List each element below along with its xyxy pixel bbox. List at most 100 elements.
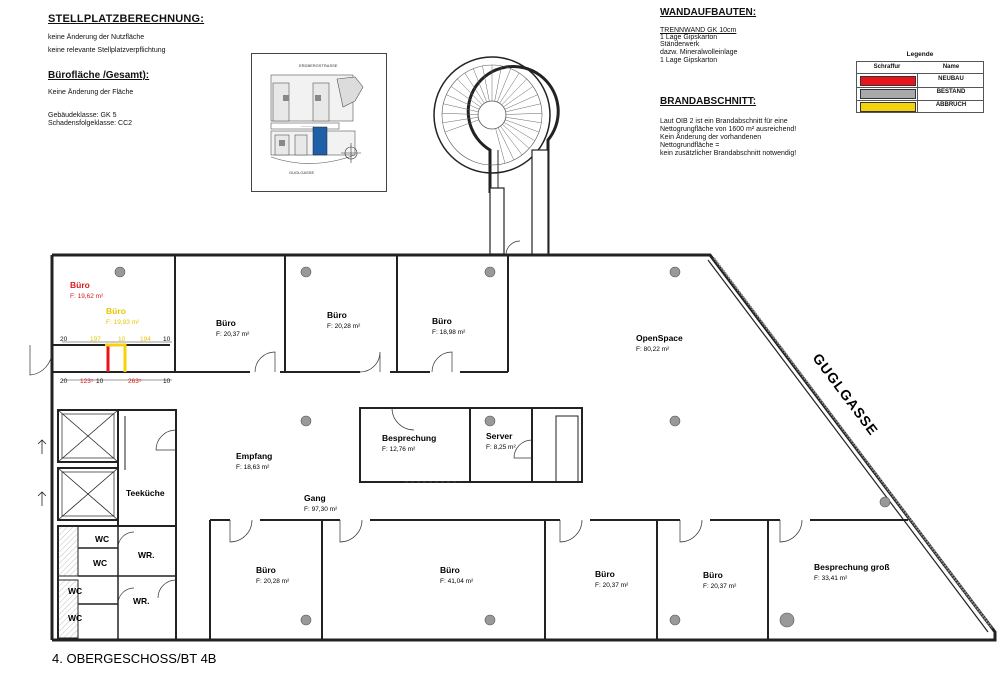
room-wc1-name: WC [95, 534, 109, 544]
room-buero3-area: F: 20,28 m² [327, 323, 361, 330]
room-wc2-name: WC [93, 558, 107, 568]
room-buero-s2-name: Büro [440, 565, 460, 575]
room-buero2-area: F: 20,37 m² [216, 331, 250, 338]
room-server-name: Server [486, 431, 513, 441]
legend-swatch-bestand [860, 89, 916, 99]
wand-sub: TRENNWAND GK 10cm [660, 27, 737, 34]
brand-line-4: Nettogrundfläche = [660, 142, 720, 149]
wandaufbauten-title: WANDAUFBAUTEN: [660, 7, 757, 18]
room-labels: Büro F: 19,62 m² Büro F: 19,93 m² Büro F… [68, 280, 890, 623]
buero-title: Bürofläche /Gesamt): [48, 70, 150, 81]
brand-line-5: kein zusätzlicher Brandabschnitt notwend… [660, 150, 797, 157]
dimension-label: 194 [140, 336, 151, 343]
room-server-area: F: 8,25 m² [486, 444, 516, 451]
stair-tread [444, 119, 479, 133]
stair-tread [505, 116, 542, 124]
stair-tread [505, 113, 542, 115]
stellplatz-line-1: keine Änderung der Nutzfläche [48, 34, 145, 41]
room-buero3-name: Büro [327, 310, 347, 320]
room-buero-s4-area: F: 20,37 m² [703, 583, 737, 590]
elevator-shafts [57, 409, 119, 521]
room-buero-alt-name: Büro [106, 306, 126, 316]
stair-tread [500, 126, 523, 156]
room-besprechung-gross-area: F: 33,41 m² [814, 575, 848, 582]
stellplatz-line-2: keine relevante Stellplatzverpflichtung [48, 47, 166, 54]
spiral-stair [433, 56, 560, 257]
stellplatz-title: STELLPLATZBERECHNUNG: [48, 13, 205, 25]
legend-col-schraffur: Schraffur [873, 64, 901, 70]
stair-tread [497, 68, 511, 103]
wand-line-1: 1 Lage Gipskarton [660, 34, 718, 41]
room-besprechung-name: Besprechung [382, 433, 436, 443]
room-buero2-name: Büro [216, 318, 236, 328]
brand-line-1: Laut OIB 2 ist ein Brandabschnitt für ei… [660, 118, 788, 125]
stair-tread [502, 124, 530, 149]
room-wr1-name: WR. [138, 550, 155, 560]
room-buero4-name: Büro [432, 316, 452, 326]
room-empfang-area: F: 18,63 m² [236, 464, 270, 471]
room-buero-s1-area: F: 20,28 m² [256, 578, 290, 585]
keyplan-street-top: ERDBERGSTRASSE [299, 63, 338, 68]
stair-tread [505, 119, 540, 133]
brandabschnitt-title: BRANDABSCHNITT: [660, 96, 757, 107]
legend-name-neubau: NEUBAU [938, 76, 964, 82]
stair-tread [473, 68, 487, 103]
room-wc4-name: WC [68, 613, 82, 623]
stair-tread [464, 72, 485, 104]
stair-tread [505, 103, 541, 113]
legend: Legende Schraffur Name NEUBAU BESTAND AB… [856, 51, 984, 113]
keyplan-street-bottom: GUGLGASSE [289, 170, 314, 175]
dimension-label: 10 [96, 378, 104, 385]
dimension-label: 20 [60, 378, 68, 385]
room-buero-neu-name: Büro [70, 280, 90, 290]
brand-line-2: Nettogrungfläche von 1600 m² ausreichend… [660, 126, 797, 133]
room-gang-area: F: 97,30 m² [304, 506, 338, 513]
stair-tread [497, 127, 515, 161]
room-besprechung-area: F: 12,76 m² [382, 446, 416, 453]
room-gang-name: Gang [304, 493, 326, 503]
room-empfang-name: Empfang [236, 451, 272, 461]
legend-title: Legende [906, 51, 934, 58]
stair-tread [450, 86, 481, 108]
dimension-label: 20 [60, 336, 68, 343]
room-openspace-name: OpenSpace [636, 333, 683, 343]
stair-tread [442, 116, 479, 124]
room-buero4-area: F: 18,98 m² [432, 329, 466, 336]
wand-line-4: 1 Lage Gipskarton [660, 57, 718, 64]
dimension-label: 263⁵ [128, 378, 142, 385]
wand-line-3: dazw. Mineralwolleinlage [660, 49, 738, 56]
stair-arrow-icon [37, 380, 54, 506]
legend-swatch-abbruch [860, 102, 916, 112]
legend-name-bestand: BESTAND [936, 89, 966, 95]
legend-table: Schraffur Name NEUBAU BESTAND ABBRUCH [856, 61, 984, 113]
room-besprechung-gross-name: Besprechung groß [814, 562, 890, 572]
stair-tread [446, 94, 480, 110]
svg-text:_________: _________ [300, 124, 315, 127]
dimension-label: 10 [118, 336, 126, 343]
stair-tread [499, 72, 520, 104]
room-wc3-name: WC [68, 586, 82, 596]
stair-tread [503, 86, 534, 108]
legend-name-abbruch: ABBRUCH [935, 102, 967, 108]
room-buero-s4-name: Büro [703, 570, 723, 580]
dimension-label: 197 [90, 336, 101, 343]
buero-line: Keine Änderung der Fläche [48, 89, 134, 96]
dimension-label: 123⁵ [80, 378, 94, 385]
stair-tread [495, 128, 506, 164]
floor-label: 4. OBERGESCHOSS/BT 4B [52, 651, 216, 666]
legend-col-name: Name [942, 64, 960, 70]
stair-tread [501, 78, 527, 106]
stair-tread [457, 78, 483, 106]
room-buero-s3-area: F: 20,37 m² [595, 582, 629, 589]
room-buero-s2-area: F: 41,04 m² [440, 578, 474, 585]
stair-tread [503, 121, 535, 141]
stair-tread [504, 94, 538, 110]
stair-tread [442, 113, 479, 115]
columns [114, 266, 891, 628]
room-buero-alt-area: F: 19,93 m² [106, 319, 140, 326]
stair-tread [494, 65, 502, 102]
street-label: GUGLGASSE [810, 350, 882, 438]
room-openspace-area: F: 80,22 m² [636, 346, 670, 353]
dimension-label: 10 [163, 336, 171, 343]
room-wr2-name: WR. [133, 596, 150, 606]
